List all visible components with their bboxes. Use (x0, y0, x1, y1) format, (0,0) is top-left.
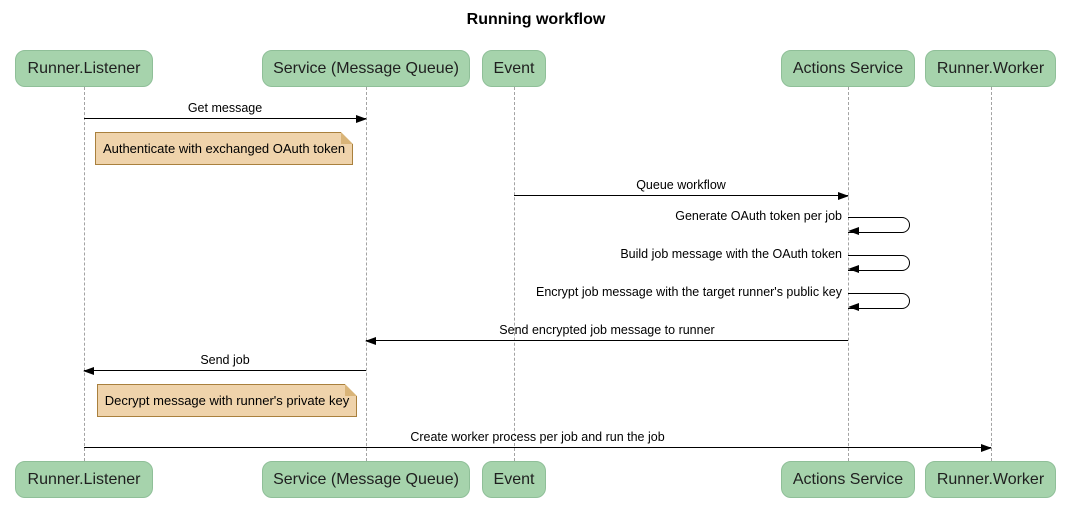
self-message-label-encrypt-job-message: Encrypt job message with the target runn… (535, 285, 842, 299)
note-authenticate: Authenticate with exchanged OAuth token (95, 131, 354, 165)
message-queue-workflow: Queue workflow (514, 174, 849, 200)
message-send-job: Send job (83, 349, 366, 375)
message-create-worker-process: Create worker process per job and run th… (84, 426, 992, 452)
message-label: Get message (187, 100, 263, 115)
message-line (84, 369, 366, 371)
actor-bottom-event: Event (482, 461, 546, 498)
actor-bottom-runner-listener: Runner.Listener (15, 461, 153, 498)
actor-top-actions-service: Actions Service (781, 50, 915, 87)
message-line (366, 339, 848, 341)
note-text: Decrypt message with runner's private ke… (104, 393, 350, 408)
arrowhead-right-icon (838, 191, 849, 200)
self-loop-generate-oauth-token (848, 217, 910, 235)
arrowhead-left-icon (365, 336, 376, 345)
actor-bottom-runner-worker: Runner.Worker (925, 461, 1056, 498)
message-label: Send encrypted job message to runner (499, 322, 715, 337)
arrowhead-right-icon (356, 114, 367, 123)
arrowhead-right-icon (981, 443, 992, 452)
message-label: Send job (200, 352, 250, 367)
lifeline-service-message-queue (366, 87, 367, 461)
arrowhead-left-icon (848, 265, 859, 273)
actor-top-event: Event (482, 50, 546, 87)
arrowhead-left-icon (848, 303, 859, 311)
self-message-label-generate-oauth-token: Generate OAuth token per job (675, 209, 842, 223)
lifeline-event (514, 87, 515, 461)
message-send-encrypted-job: Send encrypted job message to runner (365, 319, 848, 345)
lifeline-actions-service (848, 87, 849, 461)
self-loop-encrypt-job-message (848, 293, 910, 311)
actor-bottom-actions-service: Actions Service (781, 461, 915, 498)
arrowhead-left-icon (83, 366, 94, 375)
note-decrypt: Decrypt message with runner's private ke… (97, 383, 358, 417)
self-message-label-build-job-message: Build job message with the OAuth token (620, 247, 842, 261)
message-label: Create worker process per job and run th… (410, 429, 665, 444)
lifeline-runner-worker (991, 87, 992, 461)
actor-top-runner-listener: Runner.Listener (15, 50, 153, 87)
arrowhead-left-icon (848, 227, 859, 235)
diagram-title: Running workflow (466, 11, 606, 28)
actor-top-runner-worker: Runner.Worker (925, 50, 1056, 87)
self-loop-build-job-message (848, 255, 910, 273)
actor-top-service-message-queue: Service (Message Queue) (262, 50, 470, 87)
message-line (84, 117, 366, 119)
actor-bottom-service-message-queue: Service (Message Queue) (262, 461, 470, 498)
message-label: Queue workflow (636, 177, 726, 192)
note-text: Authenticate with exchanged OAuth token (102, 141, 346, 156)
lifeline-runner-listener (84, 87, 85, 461)
message-get-message: Get message (84, 97, 367, 123)
message-line (84, 446, 991, 448)
message-line (514, 194, 848, 196)
